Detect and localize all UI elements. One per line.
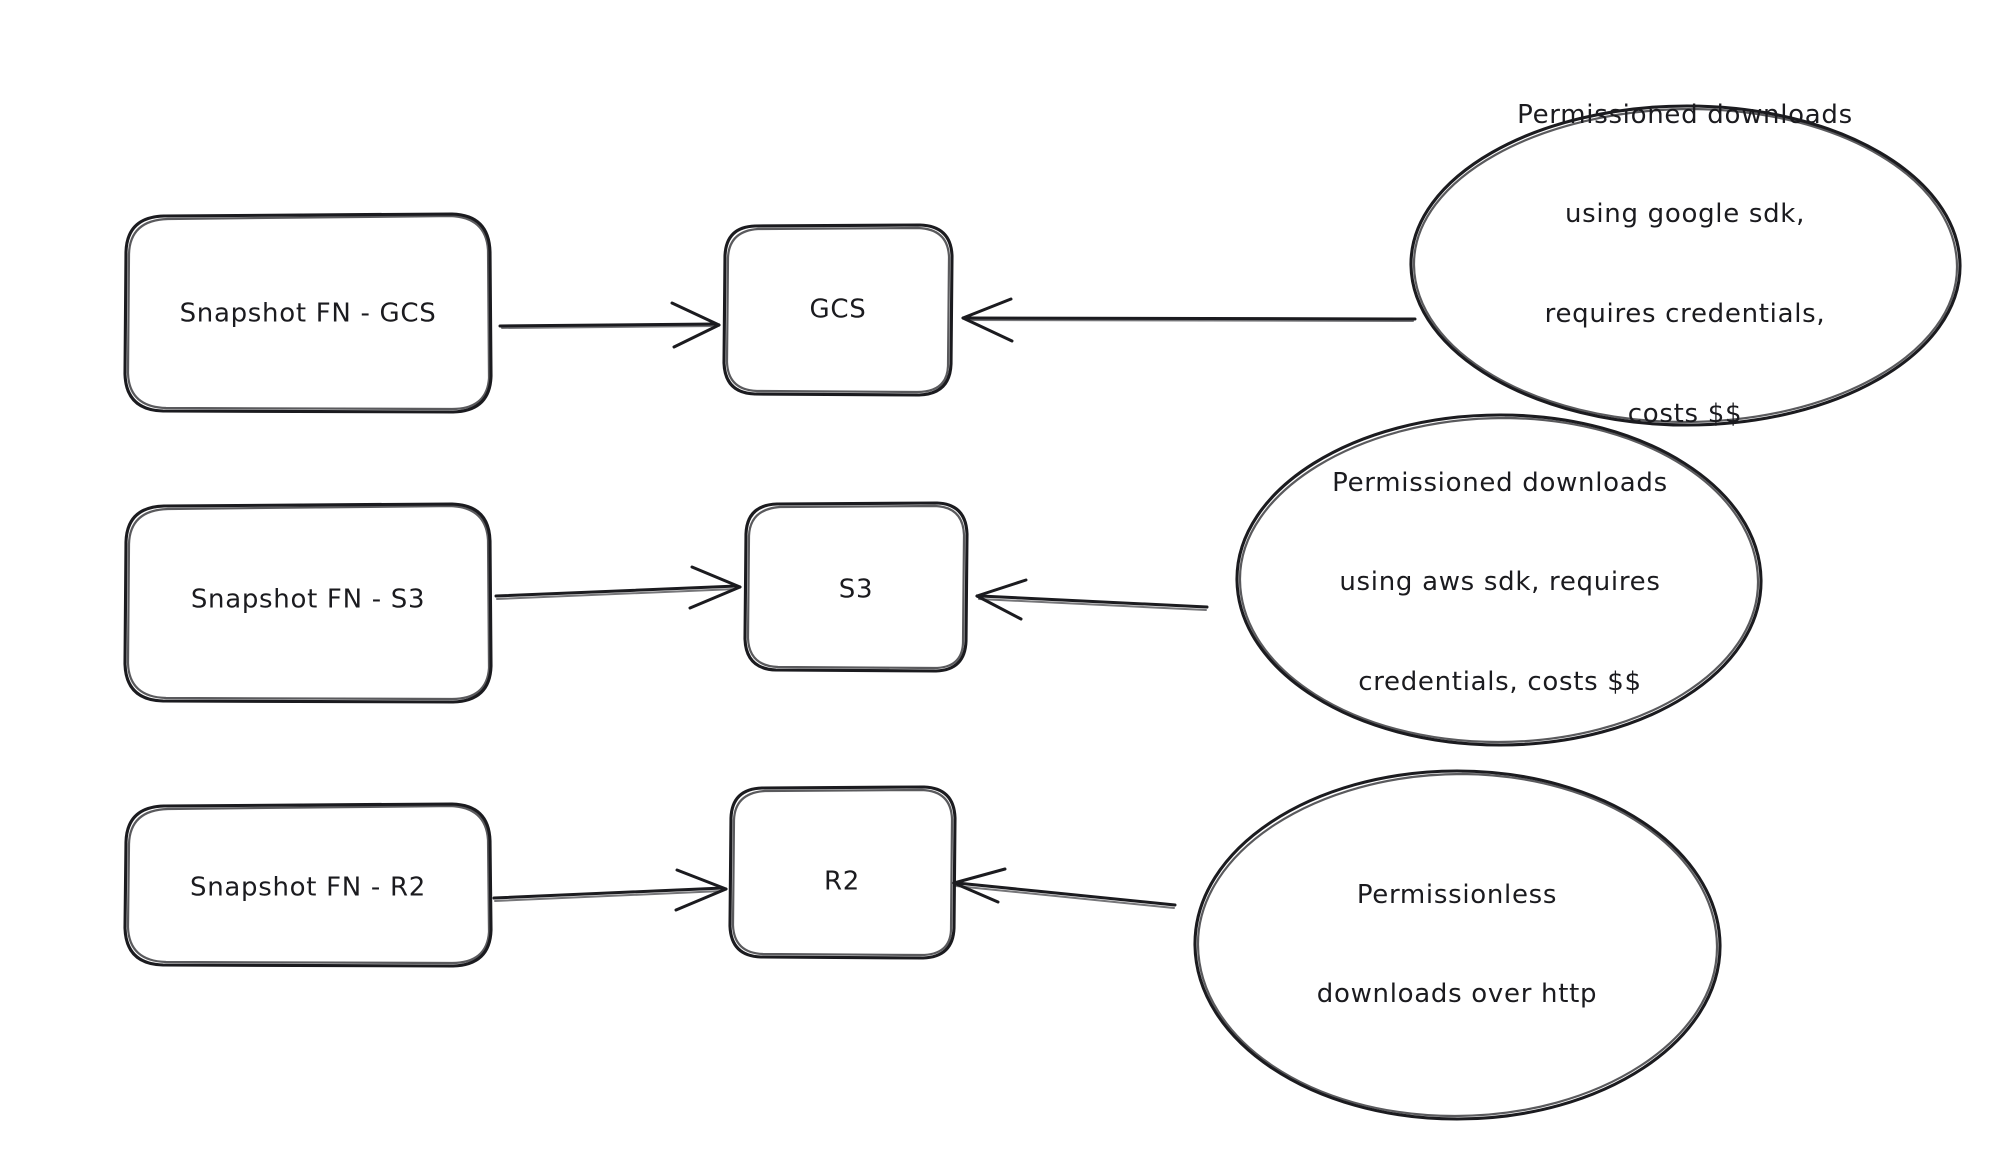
edge-note-r2-to-r2 — [952, 867, 1177, 909]
note-ellipse-gcs[interactable] — [1409, 104, 1962, 427]
edge-snapshot-gcs-to-gcs — [498, 301, 721, 349]
node-snapshot-fn-s3[interactable] — [123, 502, 493, 704]
edge-note-gcs-to-gcs — [961, 297, 1417, 343]
edge-snapshot-s3-to-s3 — [494, 565, 742, 610]
node-r2[interactable] — [728, 785, 957, 960]
note-ellipse-s3[interactable] — [1235, 413, 1763, 747]
note-ellipse-r2[interactable] — [1193, 769, 1722, 1121]
edge-note-s3-to-s3 — [975, 578, 1209, 621]
node-snapshot-fn-gcs[interactable] — [123, 212, 493, 414]
node-gcs[interactable] — [722, 223, 954, 397]
edge-snapshot-r2-to-r2 — [492, 868, 728, 912]
node-snapshot-fn-r2[interactable] — [123, 802, 493, 968]
node-s3[interactable] — [743, 501, 969, 673]
